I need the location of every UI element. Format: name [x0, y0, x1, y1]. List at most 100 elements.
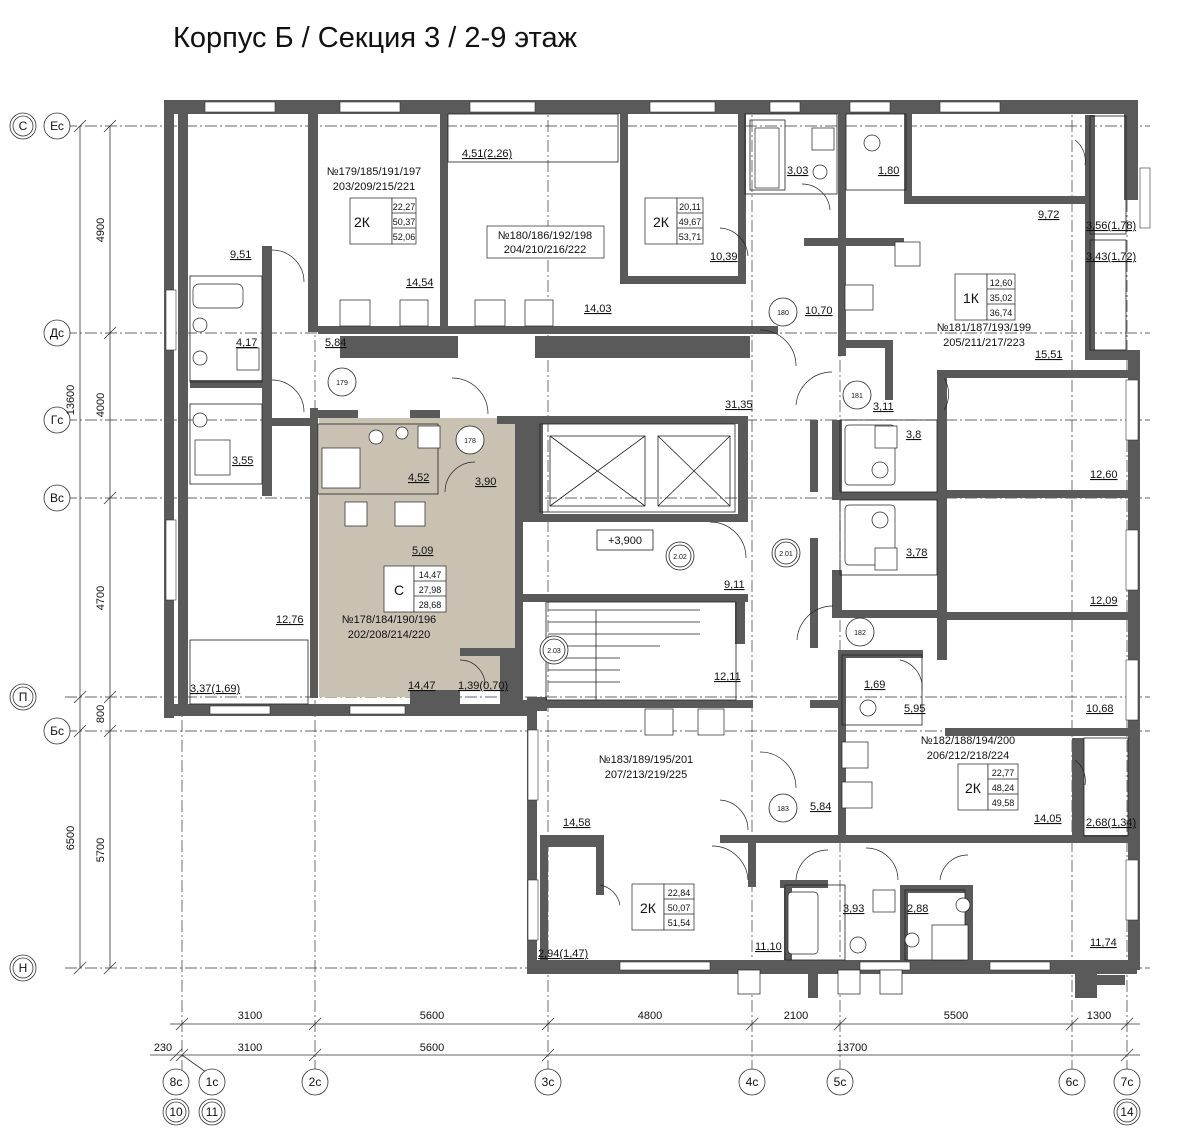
area-12-09: 12,09	[1090, 595, 1118, 607]
marker-181: 181	[851, 393, 863, 400]
axis-label-6c: 6с	[1066, 1075, 1079, 1089]
windows	[165, 101, 1151, 971]
area-2-94: 2,94(1,47)	[538, 948, 588, 960]
apt-178-total: 27,98	[419, 585, 442, 595]
axis-label-1c: 1с	[206, 1075, 219, 1089]
apt-180-numbers-2: 204/210/216/222	[504, 244, 587, 256]
marker-2-03: 2.03	[547, 648, 561, 655]
apt-181-total: 35,02	[990, 293, 1013, 303]
area-1-39: 1,39(0,70)	[458, 680, 508, 692]
dim-b2-230: 230	[154, 1042, 172, 1054]
apt-183-numbers-2: 207/213/219/225	[605, 769, 688, 781]
axis-label-Gc: Гс	[51, 413, 64, 427]
left-dimension-lines	[73, 119, 117, 975]
apt-179-full: 52,06	[393, 232, 416, 242]
apt-182-total: 48,24	[992, 783, 1015, 793]
door-arcs	[271, 139, 1086, 906]
fixtures	[192, 127, 971, 995]
axis-label-P: П	[19, 690, 28, 704]
marker-180: 180	[777, 310, 789, 317]
area-3-56: 3,56(1,78)	[1086, 220, 1136, 232]
apt-180-type: 2К	[653, 214, 670, 230]
marker-183: 183	[777, 806, 789, 813]
highlighted-apartment-178[interactable]	[319, 418, 520, 697]
dim-b1-3100: 3100	[238, 1010, 262, 1022]
area-4-17: 4,17	[236, 337, 257, 349]
apt-183-full: 51,54	[668, 918, 691, 928]
area-2-68: 2,68(1,34)	[1086, 817, 1136, 829]
area-1-80: 1,80	[878, 165, 899, 177]
area-3-78: 3,78	[906, 547, 927, 559]
dim-b2-5600: 5600	[420, 1042, 444, 1054]
area-15-51: 15,51	[1035, 349, 1063, 361]
axis-label-11: 11	[206, 1105, 219, 1119]
area-10-70: 10,70	[805, 305, 833, 317]
area-14-54: 14,54	[406, 277, 434, 289]
marker-178: 178	[464, 438, 476, 445]
axis-label-10: 10	[169, 1105, 183, 1119]
apt-181-type: 1К	[963, 290, 980, 306]
area-4-51: 4,51(2,26)	[462, 148, 512, 160]
area-10-39: 10,39	[710, 251, 738, 263]
axis-label-Dc: Дс	[50, 326, 64, 340]
area-2-88: 2,88	[907, 903, 928, 915]
bottom-dimension-lines	[150, 1017, 1140, 1076]
axis-label-14: 14	[1120, 1105, 1134, 1119]
room-marker-circles	[327, 297, 875, 823]
apt-182-full: 49,58	[992, 798, 1015, 808]
axis-label-Ec: Ес	[50, 119, 64, 133]
area-5-09: 5,09	[412, 545, 433, 557]
area-5-84: 5,84	[325, 337, 346, 349]
axis-label-C: С	[19, 119, 28, 133]
area-9-11: 9,11	[724, 579, 745, 591]
area-3-11: 3,11	[873, 401, 894, 413]
apt-181-numbers-2: 205/211/217/223	[943, 337, 1025, 349]
apt-180-full: 53,71	[679, 232, 702, 242]
apt-182-living: 22,77	[992, 768, 1015, 778]
apt-179-numbers-1: №179/185/191/197	[327, 166, 421, 178]
apt-181-numbers-1: №181/187/193/199	[937, 322, 1031, 334]
axis-label-5c: 5с	[834, 1075, 847, 1089]
apt-183-type: 2К	[640, 900, 657, 916]
apt-181-living: 12,60	[990, 278, 1013, 288]
dim-4000: 4000	[95, 393, 107, 417]
area-4-52: 4,52	[408, 472, 429, 484]
axis-label-N: Н	[19, 961, 28, 975]
area-9-72: 9,72	[1038, 209, 1059, 221]
apt-179-numbers-2: 203/209/215/221	[333, 181, 416, 193]
area-5-95: 5,95	[904, 703, 925, 715]
apt-182-numbers-2: 206/212/218/224	[927, 750, 1010, 762]
apt-178-living: 14,47	[419, 570, 442, 580]
apt-182-type: 2К	[965, 780, 982, 796]
dim-4700: 4700	[95, 586, 107, 610]
marker-179: 179	[336, 380, 348, 387]
marker-2-01: 2.01	[779, 551, 793, 558]
axis-label-Vc: Вс	[50, 491, 64, 505]
dim-b1-4800: 4800	[638, 1010, 662, 1022]
axis-label-8c: 8с	[170, 1075, 183, 1089]
level-mark: +3,900	[608, 535, 642, 547]
apt-183-total: 50,07	[668, 903, 691, 913]
col-axis-bubbles	[162, 1068, 1141, 1126]
grid-lines	[65, 100, 1150, 1080]
apt-180-living: 20,11	[679, 202, 701, 212]
axis-label-Bc: Бс	[50, 724, 64, 738]
apt-178-type: С	[394, 582, 404, 598]
area-3-03: 3,03	[787, 165, 808, 177]
walls	[164, 100, 1140, 998]
apt-180-total: 49,67	[679, 217, 702, 227]
apt-179-type: 2К	[354, 214, 371, 230]
area-11-10: 11,10	[755, 941, 782, 953]
area-31-35: 31,35	[725, 399, 753, 411]
dim-5700: 5700	[95, 838, 107, 862]
apt-179-living: 22,27	[393, 202, 416, 212]
apt-178-full: 28,68	[419, 600, 442, 610]
apt-181-full: 36,74	[990, 308, 1013, 318]
axis-label-2c: 2с	[309, 1075, 322, 1089]
area-3-93: 3,93	[843, 903, 864, 915]
area-1-69: 1,69	[864, 679, 885, 691]
area-11-74: 11,74	[1090, 937, 1117, 949]
area-9-51: 9,51	[230, 249, 251, 261]
apt-182-numbers-1: №182/188/194/200	[921, 735, 1015, 747]
